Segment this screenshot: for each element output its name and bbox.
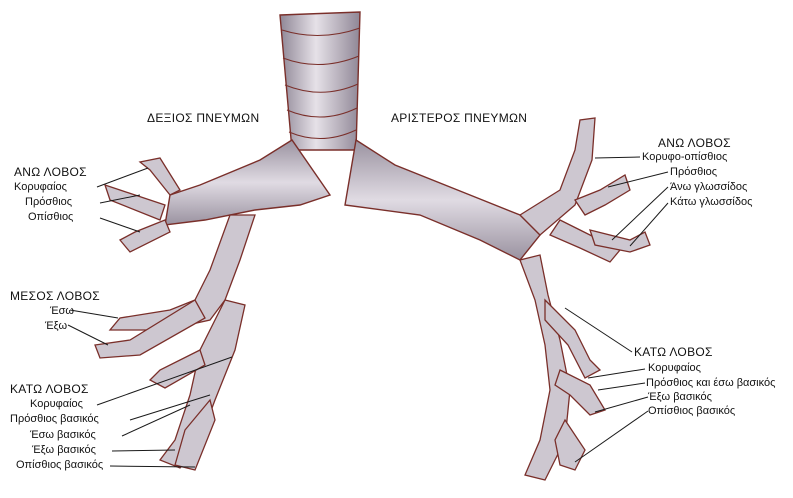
right-upper-apical-label: Κορυφαίος: [14, 181, 67, 193]
right-lung-heading: ΔΕΞΙΟΣ ΠΝΕΥΜΩΝ: [147, 111, 260, 125]
left-upper-lingular-inferior-label: Κάτω γλωσσίδος: [670, 196, 753, 208]
left-upper-apicoposterior-label: Κορυφο-οπίσθιος: [642, 151, 728, 163]
leader-lines: [67, 156, 669, 468]
right-upper-anterior-label: Πρόσθιος: [25, 196, 73, 208]
right-lower-apical-label: Κορυφαίος: [30, 398, 83, 410]
right-upper-posterior-label: Οπίσθιος: [28, 211, 74, 223]
right-lower-lateral-basal-label: Έξω βασικός: [32, 444, 96, 456]
right-upper-lobe-label: ΑΝΩ ΛΟΒΟΣ: [14, 165, 87, 179]
right-middle-lobe-label: ΜΕΣΟΣ ΛΟΒΟΣ: [10, 289, 100, 303]
right-middle-medial-label: Έσω: [50, 305, 75, 317]
left-upper-lobe-label: ΑΝΩ ΛΟΒΟΣ: [658, 136, 731, 150]
left-lower-anteromedial-basal-label: Πρόσθιος και έσω βασικός: [646, 377, 776, 389]
left-lower-apical-label: Κορυφαίος: [648, 362, 701, 374]
right-lower-posterior-basal-label: Οπίσθιος βασικός: [16, 459, 104, 471]
left-lower-lateral-basal-label: Έξω βασικός: [648, 391, 712, 403]
main-bronchi: [164, 138, 541, 261]
left-lung-heading: ΑΡΙΣΤΕΡΟΣ ΠΝΕΥΜΩΝ: [391, 111, 528, 125]
left-lower-posterior-basal-label: Οπίσθιος βασικός: [648, 405, 736, 417]
left-lower-lobe-label: ΚΑΤΩ ΛΟΒΟΣ: [634, 345, 713, 359]
left-upper-lingular-superior-label: Άνω γλωσσίδος: [670, 181, 748, 193]
trachea: [279, 11, 361, 151]
right-bronchial-branches: [94, 157, 256, 471]
right-lower-anterior-basal-label: Πρόσθιος βασικός: [10, 413, 99, 425]
right-lower-medial-basal-label: Έσω βασικός: [30, 429, 96, 441]
left-bronchial-branches: [518, 117, 651, 481]
right-middle-lateral-label: Έξω: [45, 320, 68, 332]
left-upper-anterior-label: Πρόσθιος: [670, 166, 718, 178]
right-lower-lobe-label: ΚΑΤΩ ΛΟΒΟΣ: [10, 382, 89, 396]
